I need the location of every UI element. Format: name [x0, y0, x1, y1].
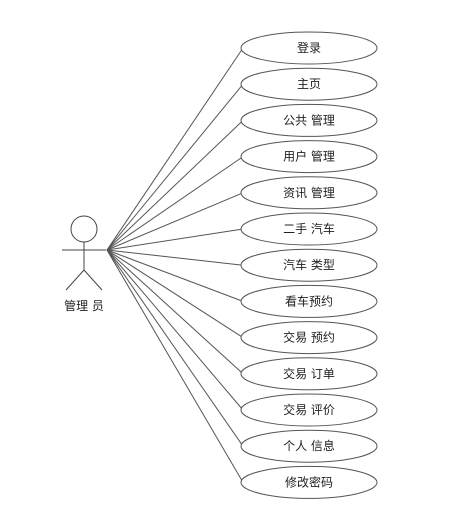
use-case-label: 用户 管理: [283, 149, 335, 164]
association-line: [106, 249, 244, 266]
association-line: [106, 120, 244, 251]
use-case-ellipse: [240, 103, 378, 137]
association-line: [106, 249, 244, 447]
use-case-label: 登录: [297, 40, 321, 55]
use-case: 用户 管理: [240, 140, 378, 174]
use-case-label: 看车预约: [285, 293, 333, 308]
use-case-label: 主页: [297, 77, 321, 91]
association-line: [106, 249, 244, 411]
use-case: 公共 管理: [240, 103, 378, 137]
use-case: 修改密码: [240, 465, 378, 499]
actor-right-leg: [83, 269, 103, 291]
use-case-label: 汽车 类型: [283, 257, 335, 272]
association-line: [106, 228, 244, 251]
use-case-label: 资讯 管理: [283, 185, 335, 200]
use-case: 个人 信息: [240, 429, 378, 463]
use-case-ellipse: [240, 429, 378, 463]
use-case-ellipse: [240, 176, 378, 210]
use-case: 看车预约: [240, 284, 378, 318]
use-case: 汽车 类型: [240, 248, 378, 282]
use-case: 资讯 管理: [240, 176, 378, 210]
association-line: [106, 249, 244, 302]
use-case-ellipse: [240, 357, 378, 391]
use-case-ellipse: [240, 248, 378, 282]
use-case-label: 修改密码: [285, 474, 333, 489]
actor-label: 管理 员: [64, 298, 104, 313]
use-case-label: 交易 订单: [283, 366, 335, 381]
use-case-label: 二手 汽车: [283, 221, 335, 236]
association-line: [106, 249, 244, 375]
actor: 管理 员: [62, 215, 106, 313]
use-case-label: 交易 评价: [283, 402, 335, 417]
use-case-label: 公共 管理: [283, 112, 335, 127]
actor-head: [70, 215, 98, 243]
use-case: 主页: [240, 67, 378, 101]
association-line: [106, 249, 244, 339]
use-case: 交易 订单: [240, 357, 378, 391]
use-case-ellipse: [240, 284, 378, 318]
association-line: [106, 192, 244, 251]
use-case-label: 交易 预约: [283, 330, 335, 345]
use-case: 登录: [240, 31, 378, 65]
use-case-ellipse: [240, 31, 378, 65]
use-case-ellipse: [240, 465, 378, 499]
use-case-ellipse: [240, 67, 378, 101]
association-line: [106, 83, 244, 251]
use-case: 交易 评价: [240, 393, 378, 427]
association-line: [106, 249, 244, 483]
use-case-label: 个人 信息: [283, 438, 335, 453]
use-case-ellipse: [240, 321, 378, 355]
association-lines: [106, 47, 244, 483]
association-line: [106, 47, 244, 251]
use-case-ellipse: [240, 212, 378, 246]
use-case: 交易 预约: [240, 321, 378, 355]
use-case-ellipse: [240, 393, 378, 427]
actor-left-leg: [65, 269, 85, 291]
association-line: [106, 156, 244, 251]
use-case: 二手 汽车: [240, 212, 378, 246]
use-case-ellipse: [240, 140, 378, 174]
